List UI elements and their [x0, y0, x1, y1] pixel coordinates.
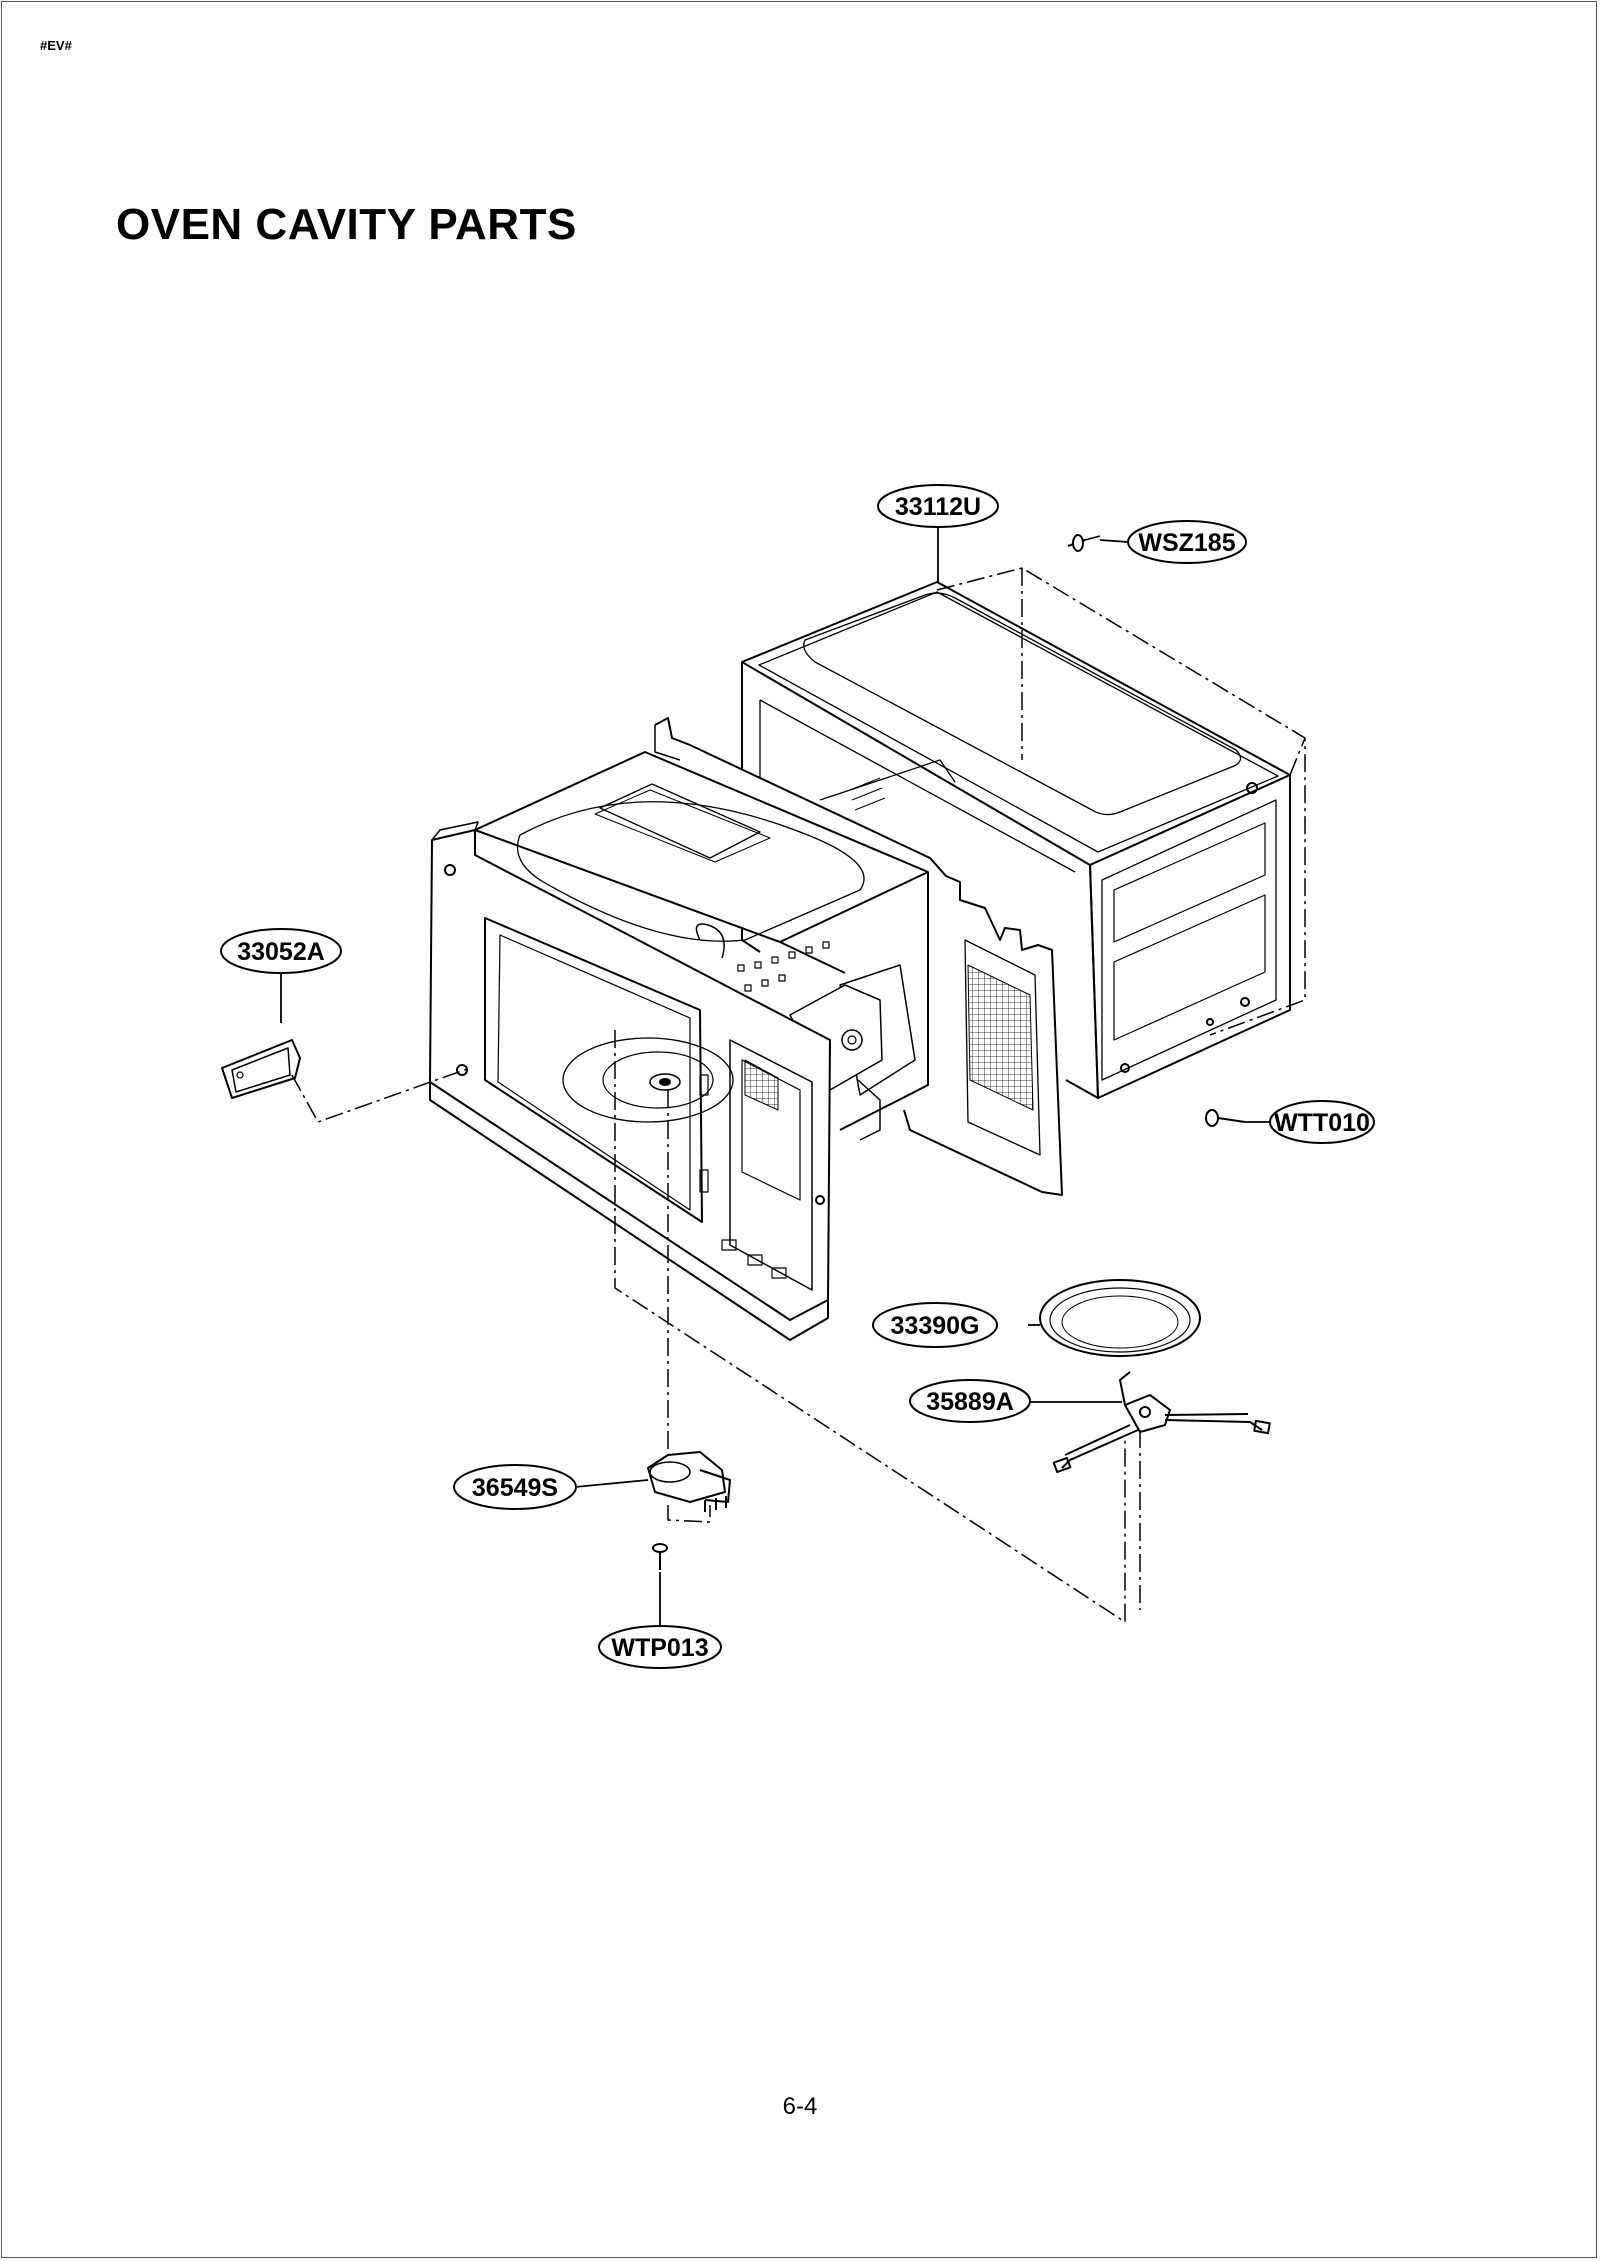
part-label-33390g: 33390G — [891, 1312, 980, 1340]
part-label-35889a: 35889A — [926, 1388, 1014, 1416]
page-title: OVEN CAVITY PARTS — [116, 200, 577, 249]
page-number: 6-4 — [782, 2093, 818, 2120]
part-callout-33052a: 33052A — [220, 928, 342, 974]
outer-case-drawing — [741, 581, 1291, 1099]
screw-wtt010-drawing — [1205, 1109, 1246, 1127]
part-label-wtp013: WTP013 — [611, 1634, 708, 1662]
document-code: #EV# — [40, 38, 72, 53]
callout-leaders — [280, 527, 1270, 1626]
part-label-36549s: 36549S — [472, 1474, 558, 1502]
part-callout-wsz185: WSZ185 — [1127, 520, 1247, 564]
roller-ring-drawing — [1052, 1371, 1271, 1474]
glass-tray-drawing — [1039, 1279, 1201, 1357]
assembly-phantom-lines — [291, 1030, 1141, 1624]
cavity-drawing — [429, 717, 1063, 1341]
part-label-33112u: 33112U — [895, 493, 981, 521]
part-callout-wtp013: WTP013 — [598, 1625, 722, 1669]
part-callout-wtt010: WTT010 — [1269, 1100, 1375, 1144]
part-callout-35889a: 35889A — [909, 1379, 1031, 1423]
part-callout-33112u: 33112U — [877, 484, 999, 528]
part-label-wtt010: WTT010 — [1274, 1109, 1370, 1137]
part-callout-36549s: 36549S — [453, 1464, 577, 1510]
part-label-wsz185: WSZ185 — [1138, 529, 1235, 557]
part-callout-33390g: 33390G — [872, 1302, 998, 1348]
turntable-motor-drawing — [647, 1451, 731, 1512]
screw-wsz185-drawing — [1067, 534, 1101, 552]
waveguide-cover-drawing — [221, 1039, 301, 1099]
case-phantom-lines — [936, 567, 1306, 1036]
part-label-33052a: 33052A — [237, 938, 325, 966]
screw-wtp013-drawing — [652, 1543, 668, 1570]
